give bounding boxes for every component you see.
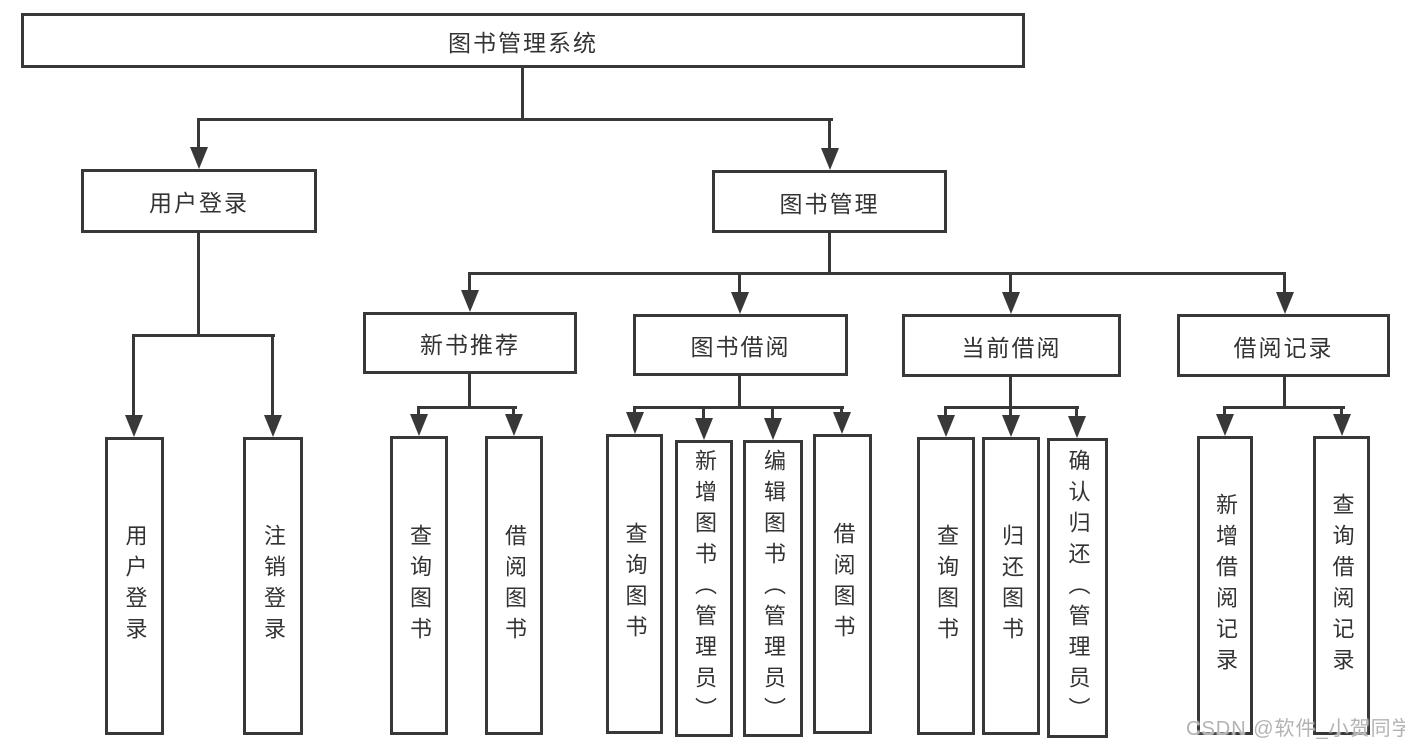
connector-level3-rail xyxy=(468,272,1286,275)
node-root: 图书管理系统 xyxy=(21,13,1025,68)
leaf-add-book-admin-label: 新增图书（管理员） xyxy=(692,449,717,728)
arrow-edit-book xyxy=(764,418,782,440)
leaf-add-borrow-record: 新增借阅记录 xyxy=(1197,436,1253,735)
arrow-leaf-user-login xyxy=(125,415,143,437)
connector-drop-book-management xyxy=(828,118,831,159)
connector-records-stem xyxy=(1283,377,1286,409)
arrow-current-borrow xyxy=(1002,292,1020,314)
connector-level2-rail xyxy=(197,118,833,121)
leaf-query-borrow-record-label: 查询借阅记录 xyxy=(1329,492,1355,679)
connector-drop-return-book xyxy=(1009,406,1012,418)
arrow-query-record xyxy=(1333,414,1351,436)
leaf-recommend-borrow-book: 借阅图书 xyxy=(485,436,543,735)
arrow-user-login xyxy=(190,147,208,169)
connector-drop-borrow-book xyxy=(840,406,843,416)
node-book-borrow: 图书借阅 xyxy=(633,314,848,376)
connector-borrow-stem xyxy=(738,376,741,409)
node-user-login: 用户登录 xyxy=(81,169,317,233)
arrow-current-query xyxy=(937,415,955,437)
node-borrow-records-label: 借阅记录 xyxy=(1233,334,1334,361)
leaf-add-book-admin: 新增图书（管理员） xyxy=(675,440,733,737)
leaf-recommend-borrow-book-label: 借阅图书 xyxy=(502,523,527,648)
node-book-management-label: 图书管理 xyxy=(779,190,880,217)
node-borrow-records: 借阅记录 xyxy=(1177,314,1390,377)
connector-drop-add-book xyxy=(702,406,705,422)
arrow-leaf-logout xyxy=(264,415,282,437)
arrow-confirm-return xyxy=(1068,416,1086,438)
arrow-borrow-records xyxy=(1276,292,1294,314)
connector-drop-add-record xyxy=(1223,406,1226,418)
connector-drop-query-record xyxy=(1340,406,1343,418)
arrow-return-book xyxy=(1002,415,1020,437)
connector-drop-recommend-query xyxy=(417,406,420,418)
node-user-login-label: 用户登录 xyxy=(149,190,249,216)
leaf-edit-book-admin: 编辑图书（管理员） xyxy=(743,440,803,737)
arrow-add-book xyxy=(695,418,713,440)
connector-borrow-rail xyxy=(633,406,844,409)
connector-book-management-stem xyxy=(828,233,831,275)
node-book-borrow-label: 图书借阅 xyxy=(690,334,791,360)
arrow-borrow-book xyxy=(833,412,851,434)
leaf-add-borrow-record-label: 新增借阅记录 xyxy=(1213,492,1238,679)
connector-drop-edit-book xyxy=(771,406,774,422)
node-root-label: 图书管理系统 xyxy=(448,29,598,56)
connector-recommend-rail xyxy=(417,406,517,409)
node-current-borrow-label: 当前借阅 xyxy=(961,334,1062,361)
leaf-borrow-book: 借阅图书 xyxy=(813,434,872,734)
connector-drop-user-login xyxy=(197,118,200,158)
connector-drop-new-book-recommend xyxy=(468,272,471,296)
connector-current-stem xyxy=(1009,377,1012,409)
connector-drop-book-borrow xyxy=(738,272,741,298)
connector-drop-borrow-records xyxy=(1283,272,1286,298)
node-new-book-recommend: 新书推荐 xyxy=(363,312,577,374)
connector-drop-leaf-logout xyxy=(271,334,274,424)
leaf-borrow-query-book: 查询图书 xyxy=(606,434,663,734)
connector-root-stem xyxy=(521,68,524,120)
arrow-book-management xyxy=(821,148,839,170)
leaf-confirm-return-admin: 确认归还（管理员） xyxy=(1047,438,1108,738)
leaf-recommend-query-book-label: 查询图书 xyxy=(407,523,432,648)
leaf-user-login: 用户登录 xyxy=(105,437,164,735)
node-current-borrow: 当前借阅 xyxy=(902,314,1121,377)
leaf-current-query-book-label: 查询图书 xyxy=(934,524,959,648)
connector-drop-confirm-return xyxy=(1075,406,1078,419)
csdn-watermark: CSDN @软件_小贺同学 xyxy=(1186,718,1405,740)
connector-drop-current-query xyxy=(944,406,947,418)
arrow-recommend-borrow xyxy=(505,414,523,436)
connector-drop-current-borrow xyxy=(1009,272,1012,298)
leaf-return-book-label: 归还图书 xyxy=(999,524,1024,648)
leaf-recommend-query-book: 查询图书 xyxy=(390,436,448,735)
leaf-return-book: 归还图书 xyxy=(982,437,1040,735)
leaf-borrow-query-book-label: 查询图书 xyxy=(622,522,648,646)
arrow-borrow-query xyxy=(626,412,644,434)
leaf-logout: 注销登录 xyxy=(243,437,303,735)
connector-drop-leaf-user-login xyxy=(132,334,135,424)
leaf-query-borrow-record: 查询借阅记录 xyxy=(1313,436,1370,735)
leaf-confirm-return-admin-label: 确认归还（管理员） xyxy=(1065,448,1091,728)
connector-recommend-stem xyxy=(468,374,471,409)
connector-records-rail xyxy=(1223,406,1345,409)
leaf-user-login-label: 用户登录 xyxy=(122,524,148,648)
arrow-recommend-query xyxy=(410,414,428,436)
arrow-new-book-recommend xyxy=(461,290,479,312)
arrow-add-record xyxy=(1216,414,1234,436)
node-new-book-recommend-label: 新书推荐 xyxy=(420,332,520,358)
leaf-logout-label: 注销登录 xyxy=(261,524,286,648)
connector-user-login-stem xyxy=(197,233,200,337)
connector-user-login-rail xyxy=(132,334,275,337)
leaf-current-query-book: 查询图书 xyxy=(917,437,975,735)
leaf-edit-book-admin-label: 编辑图书（管理员） xyxy=(761,449,786,728)
connector-drop-recommend-borrow xyxy=(512,406,515,418)
connector-drop-borrow-query xyxy=(633,406,636,416)
leaf-borrow-book-label: 借阅图书 xyxy=(830,522,856,646)
node-book-management: 图书管理 xyxy=(712,170,947,233)
arrow-book-borrow xyxy=(731,292,749,314)
